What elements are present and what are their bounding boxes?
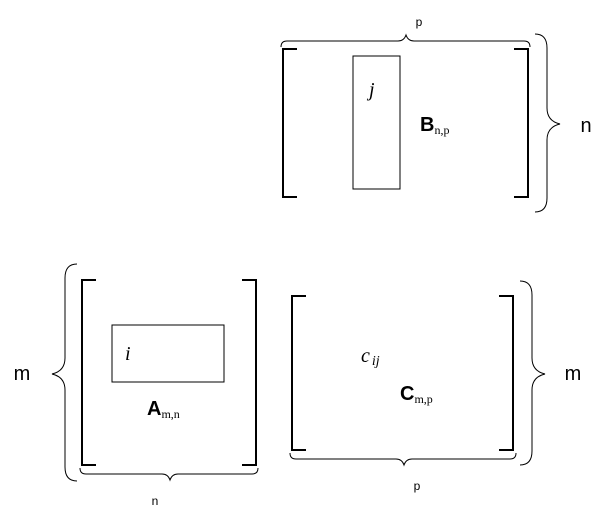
matrix-b-height-brace (534, 33, 561, 213)
matrix-b-width-brace (280, 33, 531, 48)
matrix-a-left-bracket (81, 279, 96, 466)
matrix-a-height-brace (51, 263, 78, 482)
matrix-a-row-i (111, 324, 225, 383)
matrix-a-right-bracket (242, 279, 257, 466)
matrix-b-height-label: n (580, 115, 591, 137)
matrix-a-width-brace (79, 467, 259, 482)
matrix-a-name: A (147, 398, 161, 420)
matrix-a-height-label: m (14, 363, 31, 385)
matrix-b-name: B (420, 114, 434, 136)
matrix-b-name-group: Bn,p (420, 114, 449, 137)
matrix-b-left-bracket (282, 48, 297, 198)
matrix-b-width-label: p (416, 15, 423, 29)
matrix-a-width-label: n (152, 494, 159, 508)
matrix-c-left-bracket (291, 295, 306, 451)
matrix-b-column-label: j (366, 79, 375, 101)
matrix-c-element-subscript: ij (372, 354, 380, 369)
matrix-a-subscript: m,n (161, 407, 179, 421)
matrix-b-right-bracket (514, 48, 529, 198)
matrix-c-height-label: m (565, 363, 582, 385)
matrix-b-subscript: n,p (434, 123, 449, 137)
matrix-c-right-bracket (499, 295, 514, 451)
matrix-b-column-j (352, 55, 401, 190)
matrix-c-width-brace (289, 452, 517, 467)
matrix-a-name-group: Am,n (147, 398, 180, 421)
matrix-c-height-brace (519, 280, 546, 466)
matrix-b: j Bn,p p n (280, 15, 592, 213)
matrix-c-element-label: c (361, 345, 370, 367)
matrix-a-row-label: i (125, 343, 131, 365)
matrix-c-width-label: p (414, 479, 421, 493)
matrix-c-subscript: m,p (414, 392, 432, 406)
matrix-c-name: C (400, 383, 414, 405)
matrix-c-name-group: Cm,p (400, 383, 433, 406)
matrix-a: i Am,n m n (14, 263, 259, 508)
